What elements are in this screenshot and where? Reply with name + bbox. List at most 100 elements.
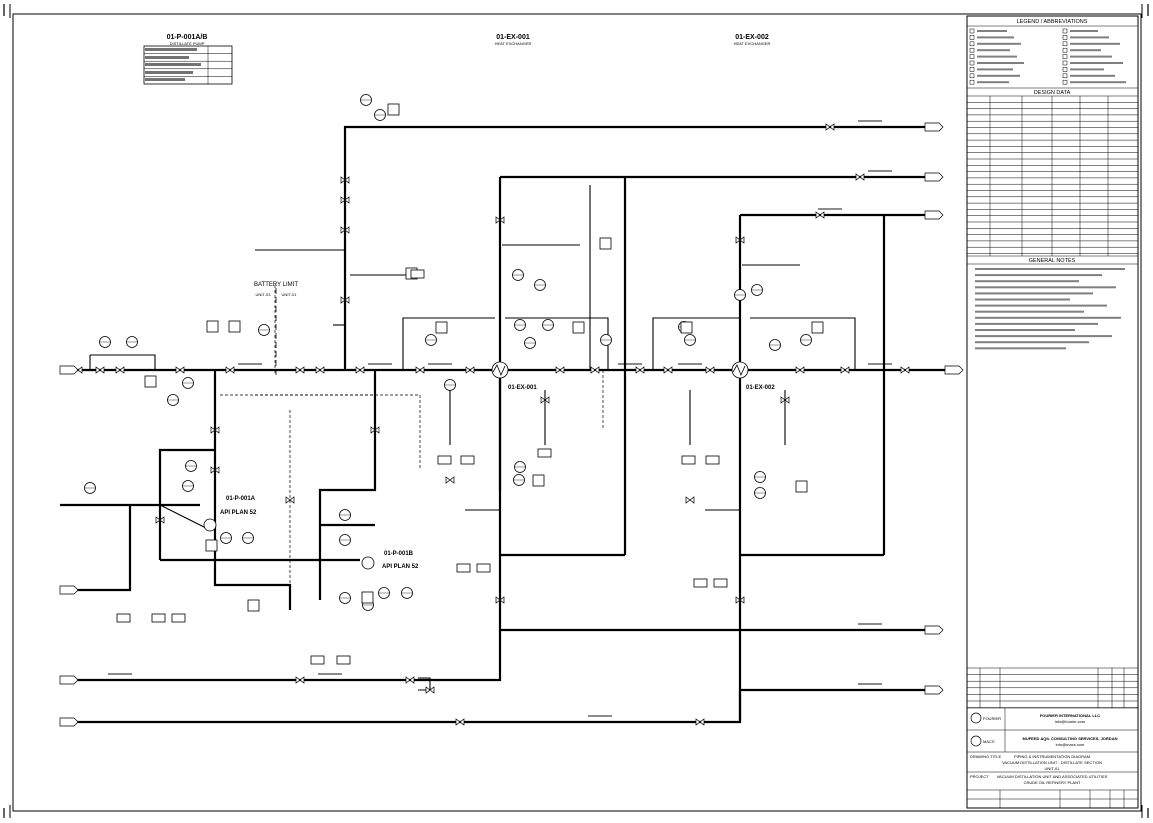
equipment-subtitle-ex002: HEAT EXCHANGER: [734, 41, 771, 46]
instrument-box: [387, 103, 400, 116]
gate-valve-icon: [555, 366, 565, 374]
instrument-box: [599, 237, 612, 250]
design-data-header: DESIGN DATA: [1034, 90, 1071, 96]
p001a-tag: 01-P-001A: [226, 496, 256, 502]
gate-valve-icon: [285, 496, 295, 504]
company1-name: FOURIER INTERNATIONAL LLC: [1040, 713, 1100, 718]
gate-valve-icon: [495, 216, 505, 224]
gate-valve-icon: [340, 226, 350, 234]
gate-valve-icon: [340, 196, 350, 204]
general-notes-header: GENERAL NOTES: [1029, 258, 1076, 264]
instrument-symbols: [84, 94, 824, 665]
instrument-box: [795, 480, 808, 493]
pump-p001a[interactable]: 01-P-001A API PLAN 52: [203, 496, 257, 532]
p001a-plan: API PLAN 52: [220, 510, 257, 516]
instrument-box: [206, 320, 219, 333]
gate-valve-icon: [340, 296, 350, 304]
instrument-box: [144, 375, 157, 388]
equipment-header-ex002: 01-EX-002 HEAT EXCHANGER: [734, 34, 771, 46]
fourier-logo-text: FOURIER: [983, 716, 1001, 721]
battery-limit: BATTERY LIMIT UNIT-03 UNIT-01: [254, 282, 298, 378]
company2-email: info@macs.com: [1056, 742, 1085, 747]
macs-logo-icon: [970, 735, 982, 747]
equipment-subtitle-ex001: HEAT EXCHANGER: [495, 41, 532, 46]
drawing-title-line1: PIPING & INSTRUMENTATION DIAGRAM: [1014, 754, 1090, 759]
gate-valve-icon: [663, 366, 673, 374]
gate-valve-icon: [355, 366, 365, 374]
offpage-connector-icon[interactable]: [59, 365, 79, 375]
gate-valve-icon: [370, 426, 380, 434]
gate-valve-icon: [405, 676, 415, 684]
instrument-box: [435, 321, 448, 334]
gate-valve-icon: [415, 366, 425, 374]
p001b-tag: 01-P-001B: [384, 551, 414, 557]
gate-valve-icon: [465, 366, 475, 374]
equipment-subtitle-p001ab: DISTILLATE PUMP: [170, 41, 205, 46]
gate-valve-icon: [855, 173, 865, 181]
offpage-connector-icon[interactable]: [944, 365, 964, 375]
gate-valve-icon: [780, 396, 790, 404]
drawing-title-label: DRAWING TITLE: [970, 754, 1001, 759]
instrument-box: [228, 320, 241, 333]
gate-valve-icon: [115, 366, 125, 374]
gate-valve-icon: [825, 123, 835, 131]
sheet-border: [3, 4, 1149, 818]
gate-valve-icon: [425, 686, 435, 694]
equipment-title-ex002: 01-EX-002: [735, 34, 769, 41]
equipment-header-p001ab: 01-P-001A/B DISTILLATE PUMP: [143, 34, 233, 85]
equipment-title-p001ab: 01-P-001A/B: [167, 34, 208, 41]
gate-valve-icon: [685, 496, 695, 504]
gate-valve-icon: [900, 366, 910, 374]
company1-email: info@fourier.com: [1055, 719, 1086, 724]
gate-valve-icon: [295, 366, 305, 374]
instrument-box: [532, 474, 545, 487]
valve-symbols: [73, 123, 910, 726]
gate-valve-icon: [795, 366, 805, 374]
gate-valve-icon: [705, 366, 715, 374]
offpage-connector-icon[interactable]: [924, 685, 944, 695]
drawing-title-line3: UNIT-01: [1045, 766, 1061, 771]
battery-limit-right-unit: UNIT-01: [282, 292, 298, 297]
instrument-box: [811, 321, 824, 334]
offpage-connector-icon[interactable]: [59, 585, 79, 595]
gate-valve-icon: [210, 466, 220, 474]
gate-valve-icon: [315, 366, 325, 374]
heat-exchanger-ex002[interactable]: 01-EX-002: [731, 361, 775, 391]
title-block: LEGEND / ABBREVIATIONS DESIGN DATA GENER…: [966, 15, 1139, 809]
offpage-connector-icon[interactable]: [924, 122, 944, 132]
heat-exchanger-ex001[interactable]: 01-EX-001: [491, 361, 537, 391]
drawing-title-line2: VACUUM DISTILLATION UNIT - DISTILLATE SE…: [1002, 760, 1102, 765]
pump-p001b[interactable]: 01-P-001B API PLAN 52: [361, 551, 419, 570]
project-label: PROJECT: [970, 774, 989, 779]
battery-limit-label: BATTERY LIMIT: [254, 282, 298, 288]
gate-valve-icon: [590, 366, 600, 374]
gate-valve-icon: [340, 176, 350, 184]
offpage-connector-icon[interactable]: [59, 675, 79, 685]
offpage-connector-icon[interactable]: [924, 172, 944, 182]
offpage-connector-icon[interactable]: [924, 625, 944, 635]
top-outlet-line: [343, 125, 925, 370]
gate-valve-icon: [635, 366, 645, 374]
gate-valve-icon: [295, 676, 305, 684]
gate-valve-icon: [735, 596, 745, 604]
p001b-plan: API PLAN 52: [382, 564, 419, 570]
gate-valve-icon: [455, 718, 465, 726]
gate-valve-icon: [175, 366, 185, 374]
macs-logo-text: MACS: [983, 739, 995, 744]
process-piping: [60, 125, 945, 724]
gate-valve-icon: [815, 211, 825, 219]
gate-valve-icon: [495, 596, 505, 604]
offpage-connector-icon[interactable]: [59, 717, 79, 727]
instrument-box: [572, 321, 585, 334]
equipment-header-ex001: 01-EX-001 HEAT EXCHANGER: [495, 34, 532, 46]
gate-valve-icon: [225, 366, 235, 374]
instrument-box: [361, 591, 374, 604]
equipment-title-ex001: 01-EX-001: [496, 34, 530, 41]
gate-valve-icon: [735, 236, 745, 244]
gate-valve-icon: [445, 476, 455, 484]
offpage-connector-icon[interactable]: [924, 210, 944, 220]
gate-valve-icon: [540, 396, 550, 404]
legend-items: [969, 28, 1126, 85]
company2-name: MUFEED AQIL CONSULTING SERVICES, JORDAN: [1023, 736, 1118, 741]
